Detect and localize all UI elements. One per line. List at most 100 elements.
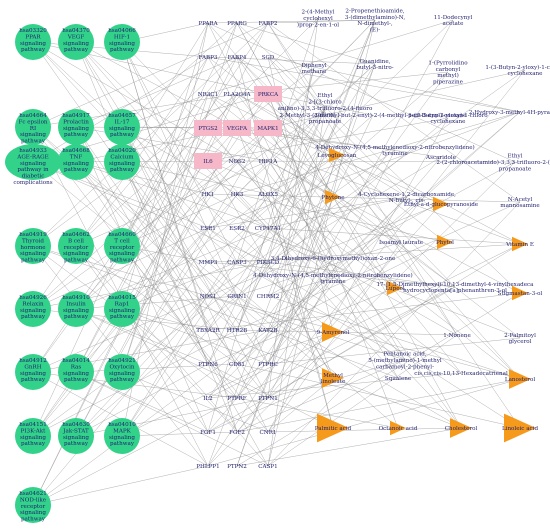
pathway-gene-edge [32, 295, 209, 373]
compound-triangle [512, 236, 528, 252]
pathway-gene-edge [121, 22, 238, 373]
gene-compound-edge [236, 397, 399, 429]
pathway-gene-edge [32, 227, 209, 310]
pathway-gene-edge [32, 227, 209, 437]
compound-triangle [322, 322, 344, 342]
pathway-circle [15, 109, 51, 145]
compound-node: Phytol [436, 234, 454, 250]
gene-compound-edge [267, 427, 462, 433]
gene-compound-edge [236, 378, 521, 433]
gene-node: PTPN6 [198, 362, 218, 368]
compound-node: 2-Methyl-3-(3-methyl-but-2-enyl)-2-(4-me… [280, 112, 468, 119]
pathway-gene-edge [75, 41, 238, 129]
pathway-gene-edge [32, 397, 238, 506]
pathway-circle [58, 228, 94, 264]
gene-label: CD81 [229, 362, 245, 368]
pathway-gene-edge [75, 227, 269, 437]
gene-compound-edge [207, 377, 334, 433]
pathway-gene-edge [75, 363, 209, 437]
compound-label: Octanoic acid [379, 426, 418, 432]
pathway-circle [104, 228, 140, 264]
compound-node: Guanidine,butyl-3-nitro- [356, 59, 393, 71]
pathway-gene-edge [121, 22, 238, 247]
pathway-gene-edge [75, 161, 209, 195]
gene-compound-edge [236, 111, 521, 195]
gene-compound-edge [267, 160, 334, 198]
gene-compound-edge [236, 243, 521, 263]
gene-compound-edge [267, 261, 456, 288]
compound-triangle [450, 418, 472, 438]
pathway-gene-edge [121, 193, 238, 373]
compound-label: cis,cis,cis-10,13-Hexadecatrienal [414, 371, 508, 377]
gene-label: IL2 [203, 396, 213, 402]
pathway-gene-edge [121, 431, 238, 437]
gene-compound-edge [207, 107, 326, 365]
gene-node: MAPK1 [254, 120, 282, 136]
pathway-gene-edge [75, 126, 238, 365]
gene-compound-edge [207, 19, 454, 95]
gene-label: PHLPP1 [196, 464, 219, 470]
gene-node: VEGFA [223, 120, 251, 136]
gene-label: PTPN6 [198, 362, 218, 368]
compound-label: 17-(1,5-Dimethylhexyl)-10,13-dimethyl-4-… [376, 281, 534, 294]
gene-compound-edge [267, 22, 326, 109]
gene-label: PTPN1 [258, 396, 278, 402]
pathway-gene-edge [75, 126, 209, 433]
pathway-gene-edge [32, 93, 238, 373]
pathway-circle [104, 354, 140, 390]
gene-compound-edge [207, 261, 399, 429]
gene-compound-edge [267, 241, 446, 331]
gene-label: PPARG [227, 21, 247, 27]
gene-node: NOS2 [229, 159, 246, 165]
gene-compound-edge [267, 329, 399, 379]
pathway-circle [58, 109, 94, 145]
gene-compound-edge [236, 93, 408, 198]
gene-compound-edge [236, 329, 458, 336]
gene-compound-edge [207, 156, 442, 433]
pathway-gene-edge [121, 161, 238, 263]
pathway-gene-edge [75, 160, 269, 373]
gene-compound-edge [267, 160, 521, 294]
gene-compound-edge [267, 154, 338, 195]
pathway-circle [5, 144, 61, 180]
gene-node: CASP1 [258, 464, 277, 470]
gene-compound-edge [267, 227, 521, 245]
gene-label: HIF1A [259, 159, 279, 165]
compound-label: Guanidine,butyl-3-nitro- [356, 59, 393, 71]
pathway-gene-edge [121, 126, 269, 433]
gene-compound-edge [207, 111, 521, 229]
gene-label: PTGS2 [198, 126, 218, 132]
gene-compound-edge [207, 154, 338, 365]
gene-label: FGF2 [229, 430, 245, 436]
gene-compound-edge [236, 193, 399, 379]
gene-node: GRIN1 [227, 294, 246, 300]
compound-triangle [437, 234, 453, 250]
compound-triangle [317, 413, 349, 443]
pathway-gene-edge [75, 127, 238, 437]
compound-node: 3,4-Dihydroxy-6-(hydroxymethyl)oxan-2-on… [271, 255, 396, 262]
gene-compound-edge [267, 161, 516, 297]
pathway-circle [58, 354, 94, 390]
gene-compound-edge [267, 19, 376, 24]
gene-node: FABP4 [228, 55, 247, 61]
